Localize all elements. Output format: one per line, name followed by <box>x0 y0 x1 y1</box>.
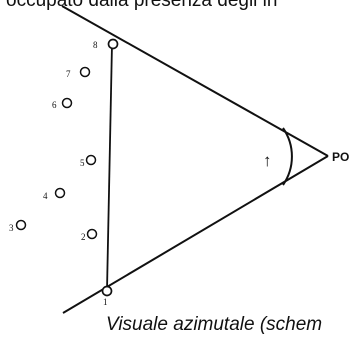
point-2: 2 <box>81 228 98 242</box>
point-1-marker <box>101 285 113 297</box>
point-3-label: 3 <box>9 223 14 233</box>
point-4-marker <box>54 187 66 199</box>
angle-arc <box>282 127 293 186</box>
point-7: 7 <box>66 66 91 79</box>
point-2-label: 2 <box>81 232 86 242</box>
point-1: 1 <box>101 285 113 307</box>
point-4: 4 <box>43 187 66 201</box>
point-4-label: 4 <box>43 191 48 201</box>
caption: Visuale azimutale (schem <box>106 314 323 335</box>
point-6-marker <box>61 97 73 109</box>
arrow-up-icon: ↑ <box>263 151 272 170</box>
point-8-label: 8 <box>93 40 98 50</box>
point-7-marker <box>79 66 91 78</box>
header-text: occupato dalla presenza degli in <box>6 0 278 11</box>
point-5-label: 5 <box>80 158 85 168</box>
point-3-marker <box>15 219 27 231</box>
point-6: 6 <box>52 97 73 110</box>
point-2-marker <box>86 228 98 240</box>
baseline-1-8 <box>106 43 113 291</box>
upper-sight-line <box>61 5 329 157</box>
point-5-marker <box>85 154 97 166</box>
observer-label: PO <box>332 150 349 164</box>
point-1-label: 1 <box>103 297 108 307</box>
point-3: 3 <box>9 219 27 233</box>
point-7-label: 7 <box>66 69 71 79</box>
point-8: 8 <box>93 38 119 50</box>
point-5: 5 <box>80 154 97 168</box>
point-6-label: 6 <box>52 100 57 110</box>
point-8-marker <box>107 38 119 50</box>
